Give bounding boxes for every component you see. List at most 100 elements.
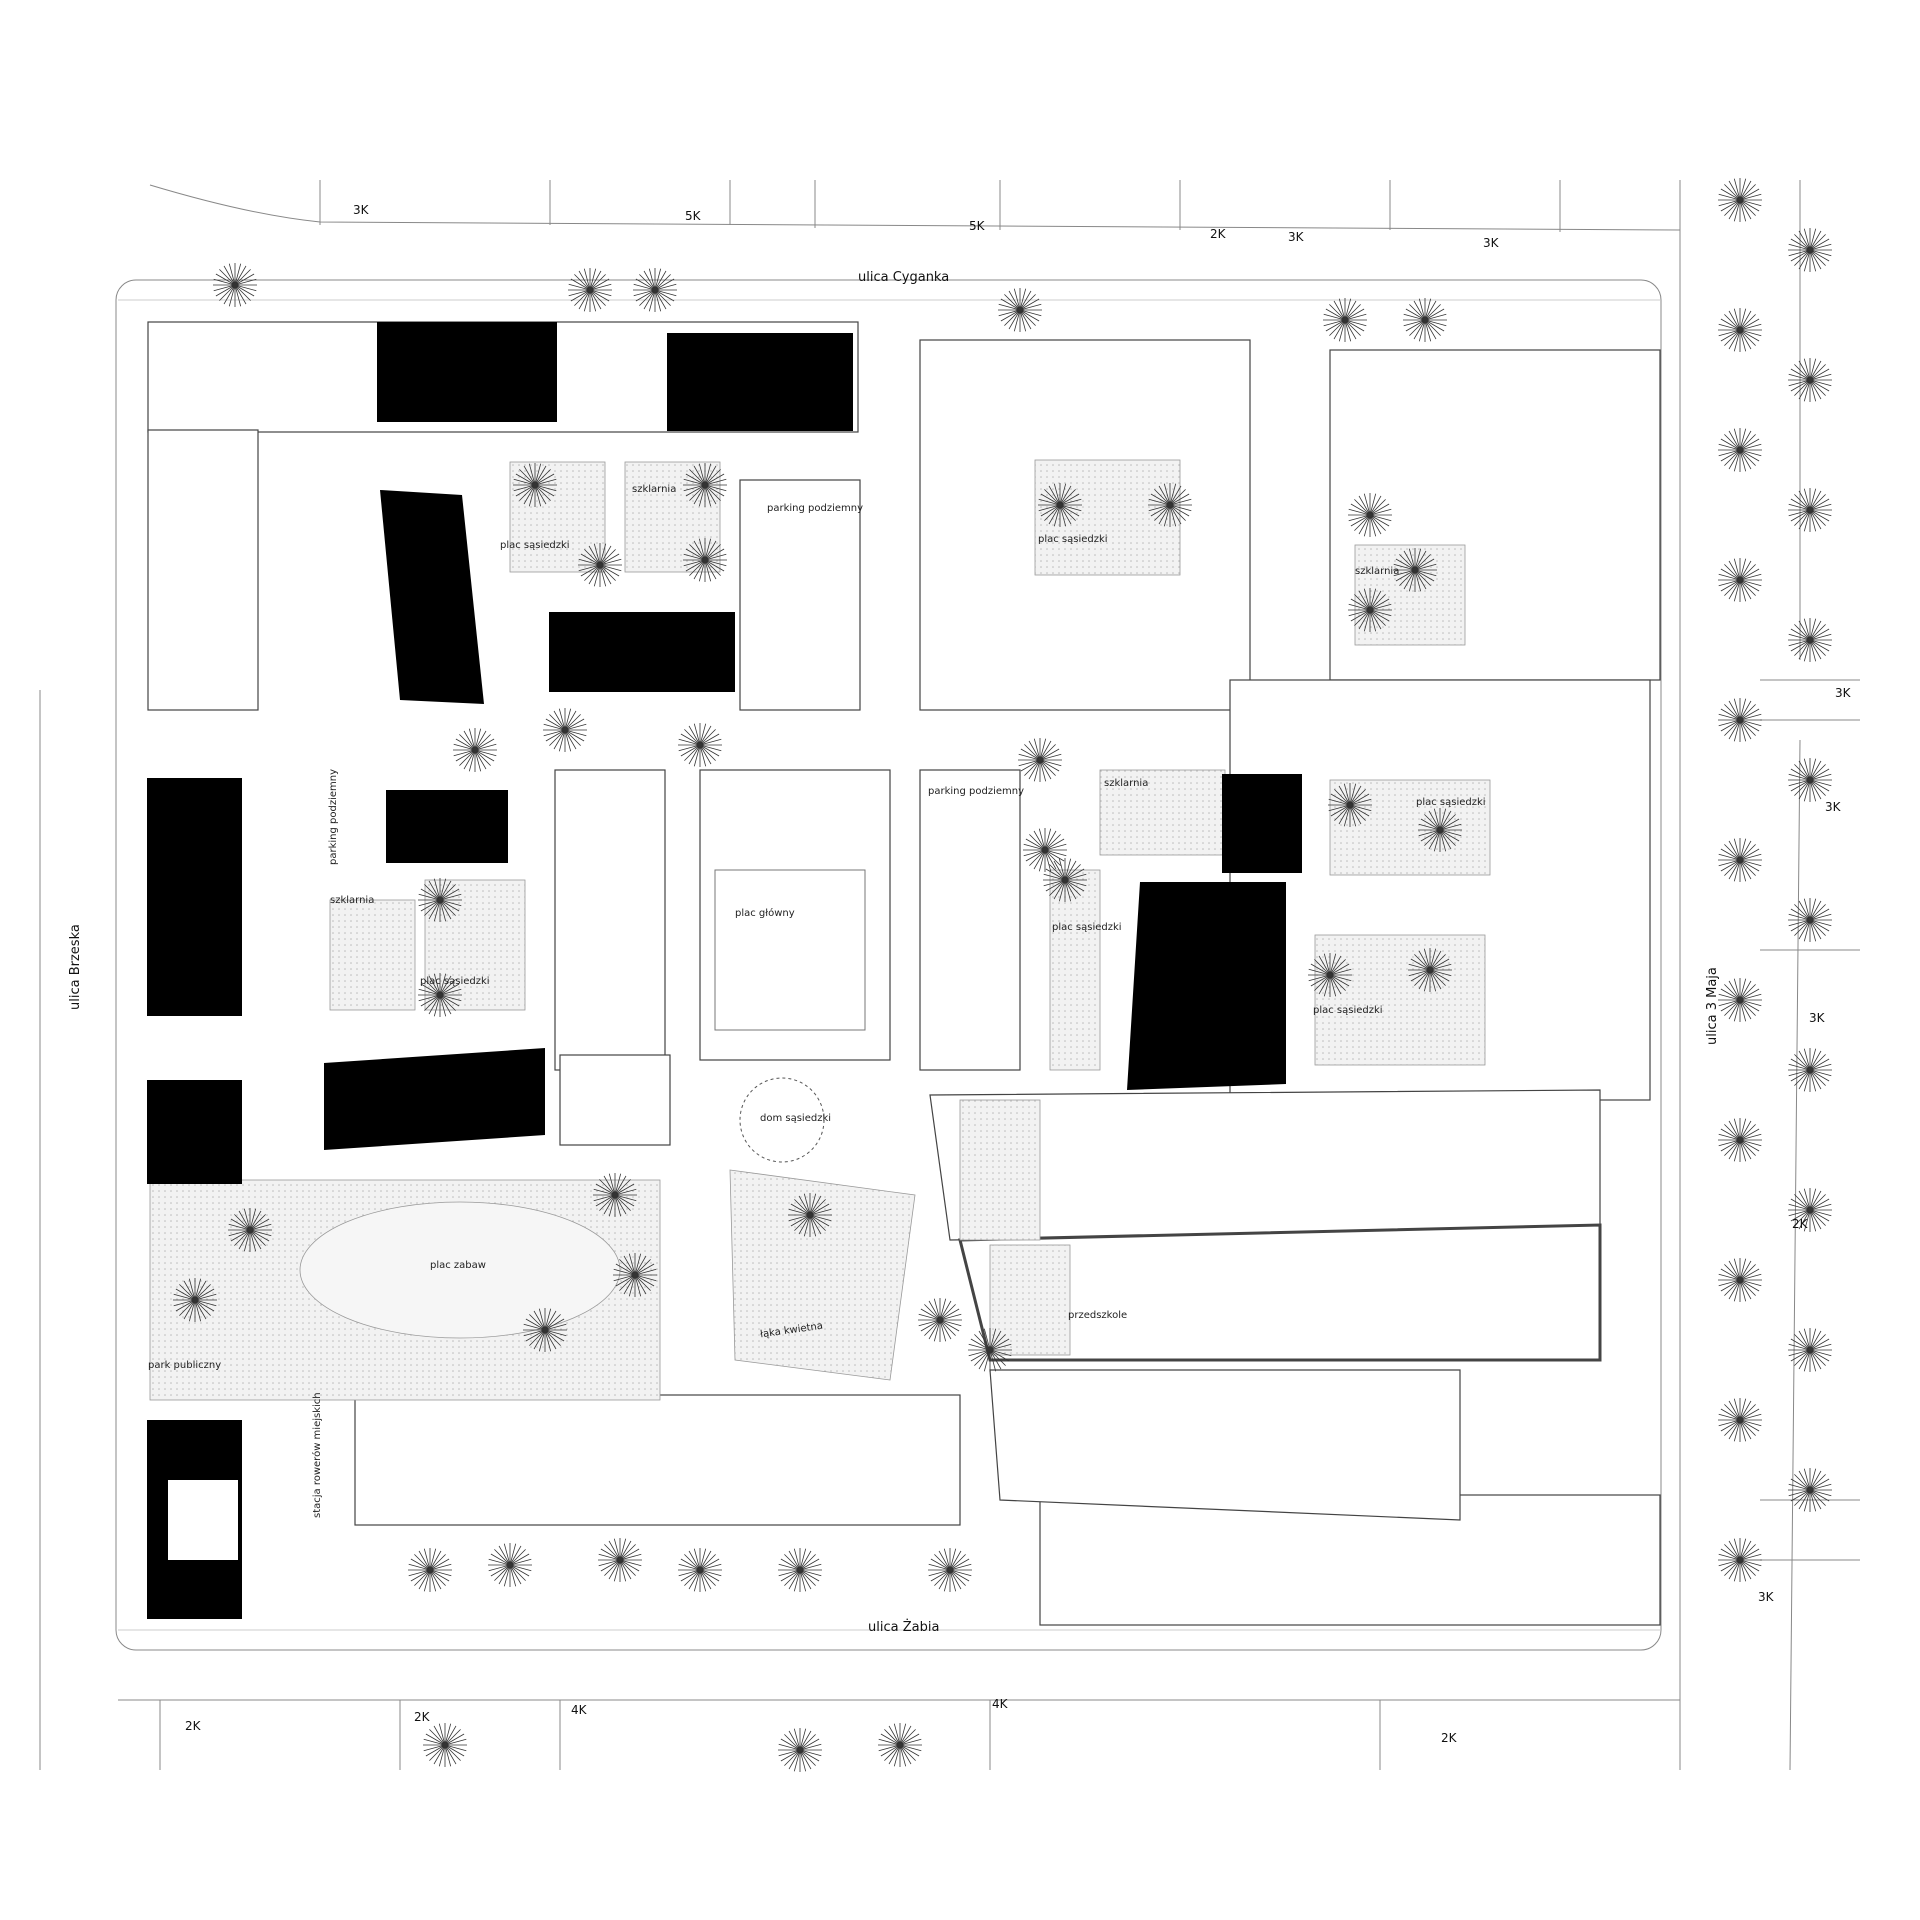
- tree-icon: [173, 1278, 217, 1322]
- tree-icon: [613, 1253, 657, 1297]
- tree-icon: [228, 1208, 272, 1252]
- tree-icon: [678, 723, 722, 767]
- tree-icon: [1408, 948, 1452, 992]
- trees: [173, 178, 1832, 1772]
- storey-count: 3K: [1758, 1590, 1774, 1604]
- tree-icon: [1418, 808, 1462, 852]
- tree-icon: [1718, 1538, 1762, 1582]
- tree-icon: [1788, 618, 1832, 662]
- area-label: plac sąsiedzki: [420, 976, 490, 987]
- tree-icon: [1148, 483, 1192, 527]
- street-label-west: ulica Brzeska: [68, 924, 83, 1010]
- tree-icon: [453, 728, 497, 772]
- tree-icon: [968, 1328, 1012, 1372]
- storey-count: 2K: [414, 1710, 430, 1724]
- tree-icon: [683, 538, 727, 582]
- tree-icon: [1348, 493, 1392, 537]
- tree-icon: [1718, 978, 1762, 1022]
- tree-icon: [1718, 838, 1762, 882]
- area-label: plac sąsiedzki: [1052, 922, 1122, 933]
- area-label: plac zabaw: [430, 1260, 486, 1271]
- tree-icon: [418, 973, 462, 1017]
- storey-count: 3K: [1809, 1011, 1825, 1025]
- tree-icon: [778, 1728, 822, 1772]
- tree-icon: [1788, 1328, 1832, 1372]
- storey-count: 3K: [1825, 800, 1841, 814]
- tree-icon: [1788, 488, 1832, 532]
- storey-count: 3K: [1483, 236, 1499, 250]
- building-courtyard: [168, 1480, 238, 1560]
- tree-icon: [1788, 898, 1832, 942]
- tree-icon: [1718, 1398, 1762, 1442]
- tree-icon: [1023, 828, 1067, 872]
- area-label: szklarnia: [1104, 778, 1149, 789]
- neighbourhood-house: [739, 1077, 825, 1163]
- tree-icon: [1788, 228, 1832, 272]
- tree-icon: [1718, 308, 1762, 352]
- tree-icon: [593, 1173, 637, 1217]
- street-label-north: ulica Cyganka: [858, 270, 950, 285]
- area-label: park publiczny: [148, 1360, 222, 1371]
- tree-icon: [1323, 298, 1367, 342]
- street-label-east: ulica 3 Maja: [1705, 967, 1720, 1045]
- tree-icon: [1718, 558, 1762, 602]
- storey-count: 2K: [1792, 1217, 1808, 1231]
- tree-icon: [513, 463, 557, 507]
- storey-count: 5K: [685, 209, 701, 223]
- area-label: dom sąsiedzki: [760, 1113, 832, 1124]
- tree-icon: [488, 1543, 532, 1587]
- tree-icon: [683, 463, 727, 507]
- tree-icon: [1038, 483, 1082, 527]
- main-square: [714, 869, 866, 1031]
- area-label: parking podziemny: [328, 768, 339, 865]
- tree-icon: [878, 1723, 922, 1767]
- area-label: plac główny: [735, 908, 795, 919]
- tree-icon: [1328, 783, 1372, 827]
- tree-icon: [778, 1548, 822, 1592]
- tree-icon: [408, 1548, 452, 1592]
- tree-icon: [568, 268, 612, 312]
- tree-icon: [788, 1193, 832, 1237]
- tree-icon: [1718, 1258, 1762, 1302]
- tree-icon: [1403, 298, 1447, 342]
- tree-icon: [1718, 698, 1762, 742]
- area-label: plac sąsiedzki: [1313, 1005, 1383, 1016]
- storey-count: 4K: [571, 1703, 587, 1717]
- area-label: szklarnia: [1355, 566, 1400, 577]
- tree-icon: [678, 1548, 722, 1592]
- storey-count: 4K: [992, 1697, 1008, 1711]
- storey-count: 2K: [1210, 227, 1226, 241]
- storey-count: 2K: [185, 1719, 201, 1733]
- area-label: parking podziemny: [767, 503, 864, 514]
- green-areas: [149, 459, 1491, 1401]
- storey-count: 2K: [1441, 1731, 1457, 1745]
- tree-icon: [998, 288, 1042, 332]
- storey-count: 3K: [1835, 686, 1851, 700]
- tree-icon: [578, 543, 622, 587]
- tree-icon: [1718, 1118, 1762, 1162]
- tree-icon: [1043, 858, 1087, 902]
- tree-icon: [1788, 358, 1832, 402]
- area-label: plac sąsiedzki: [1416, 797, 1486, 808]
- area-label: szklarnia: [632, 484, 677, 495]
- street-label-south: ulica Żabia: [868, 1620, 940, 1635]
- tree-icon: [1308, 953, 1352, 997]
- storey-count: 3K: [1288, 230, 1304, 244]
- tree-icon: [1348, 588, 1392, 632]
- tree-icon: [418, 878, 462, 922]
- tree-icon: [1718, 428, 1762, 472]
- tree-icon: [423, 1723, 467, 1767]
- tree-icon: [1018, 738, 1062, 782]
- context-buildings: [39, 180, 1860, 1771]
- tree-icon: [928, 1548, 972, 1592]
- area-label: stacja rowerów miejskich: [312, 1392, 323, 1518]
- area-label: szklarnia: [330, 895, 375, 906]
- tree-icon: [523, 1308, 567, 1352]
- tree-icon: [598, 1538, 642, 1582]
- tree-icon: [633, 268, 677, 312]
- tree-icon: [543, 708, 587, 752]
- area-label: parking podziemny: [928, 786, 1025, 797]
- tree-icon: [1788, 758, 1832, 802]
